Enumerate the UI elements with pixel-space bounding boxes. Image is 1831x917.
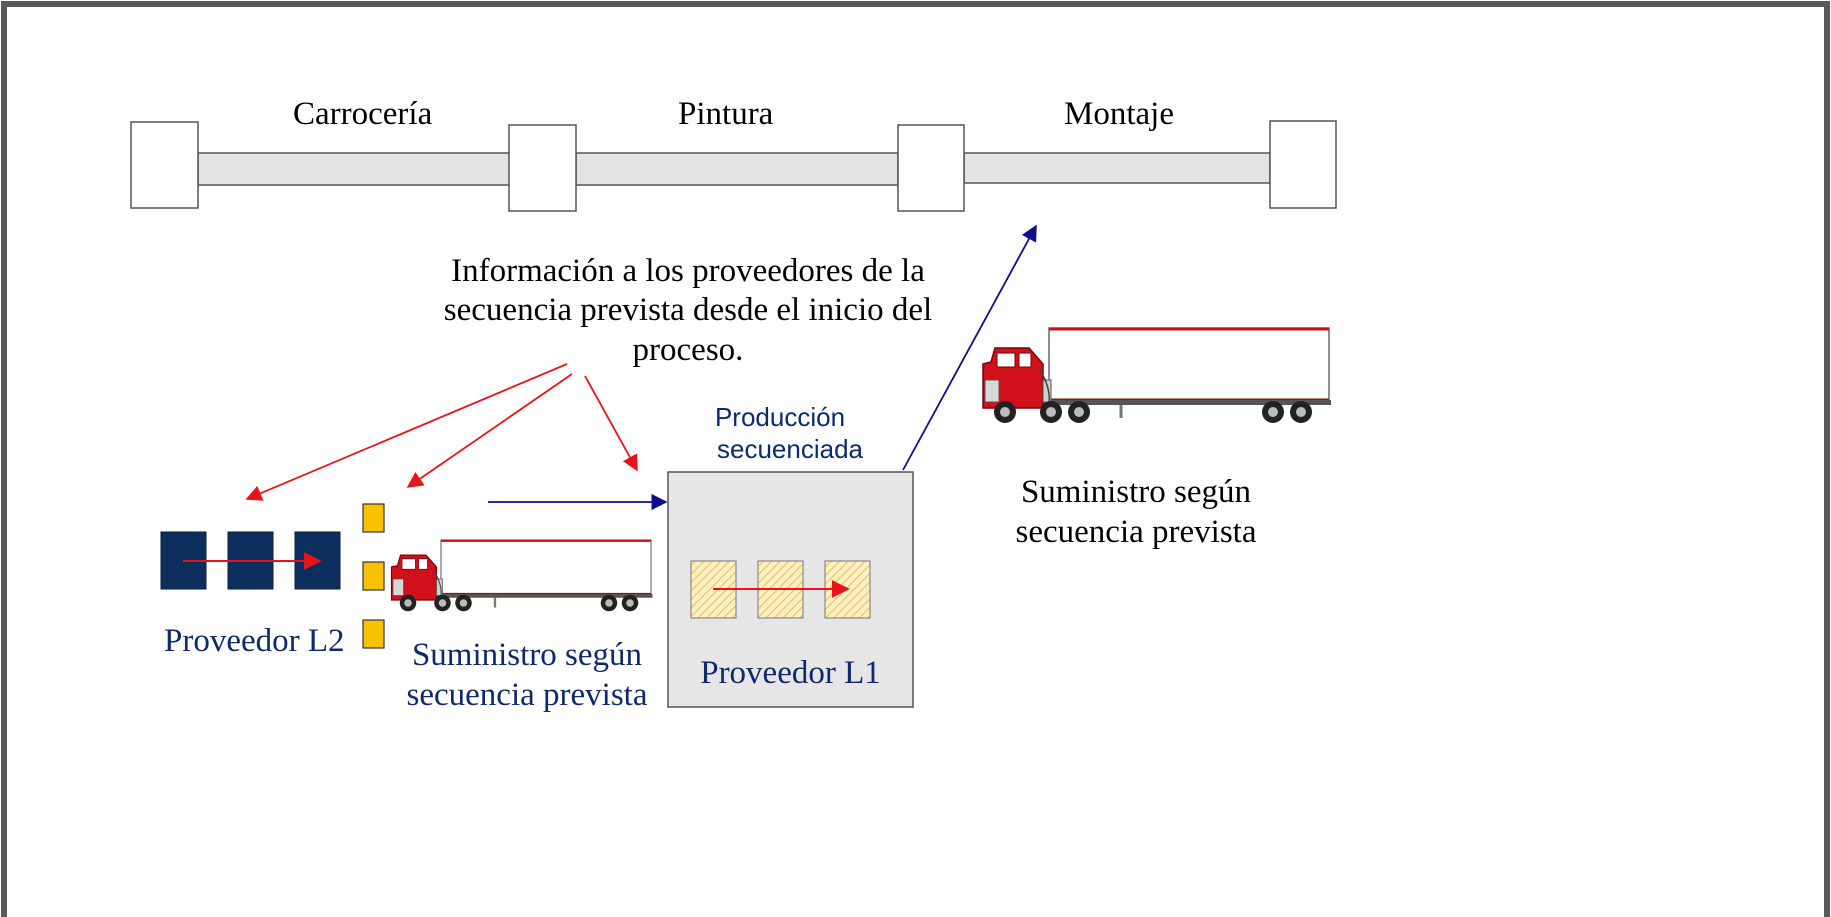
supplier-l1-box — [667, 471, 914, 708]
truck-icon — [390, 538, 654, 613]
supply-left-line-1: Suministro según — [411, 637, 643, 673]
yellow-part-3 — [362, 619, 385, 649]
info-arrow-to-l1 — [584, 375, 638, 472]
yellow-part-1 — [362, 503, 385, 533]
info-note-line-1: Información a los proveedores de la — [451, 253, 925, 289]
info-note-line-3: proceso. — [632, 332, 744, 368]
supply-left-line-2: secuencia prevista — [406, 677, 648, 713]
yellow-part-2 — [362, 561, 385, 591]
conveyor-montaje — [963, 152, 1271, 184]
production-line — [130, 120, 1337, 212]
station-box-4 — [1269, 120, 1337, 209]
sequenced-production-line-2: secuenciada — [717, 434, 863, 464]
supply-right-line-1: Suministro según — [1020, 474, 1252, 510]
sequenced-production-line-1: Producción — [714, 402, 846, 432]
conveyor-pintura — [575, 152, 899, 186]
stage-label-carroceria: Carrocería — [293, 96, 433, 132]
stage-label-pintura: Pintura — [678, 96, 774, 132]
station-box-3 — [897, 124, 965, 212]
station-box-1 — [130, 121, 199, 209]
supplier-l2-label: Proveedor L2 — [164, 623, 345, 659]
info-arrow-to-l2 — [245, 363, 568, 501]
yellow-parts — [362, 503, 385, 649]
info-arrow-to-parts — [406, 373, 573, 488]
supplier-l1-label: Proveedor L1 — [700, 655, 881, 691]
stage-label-montaje: Montaje — [1064, 96, 1174, 132]
supplier-l2-blocks — [160, 531, 341, 590]
info-arrows — [245, 363, 638, 501]
conveyor-carroceria — [197, 152, 511, 186]
supply-right-line-2: secuencia prevista — [1015, 514, 1257, 550]
supply-arrow-to-line — [902, 224, 1037, 471]
station-box-2 — [508, 124, 577, 212]
info-note-line-2: secuencia prevista desde el inicio del — [443, 292, 933, 328]
truck-icon — [981, 326, 1333, 425]
